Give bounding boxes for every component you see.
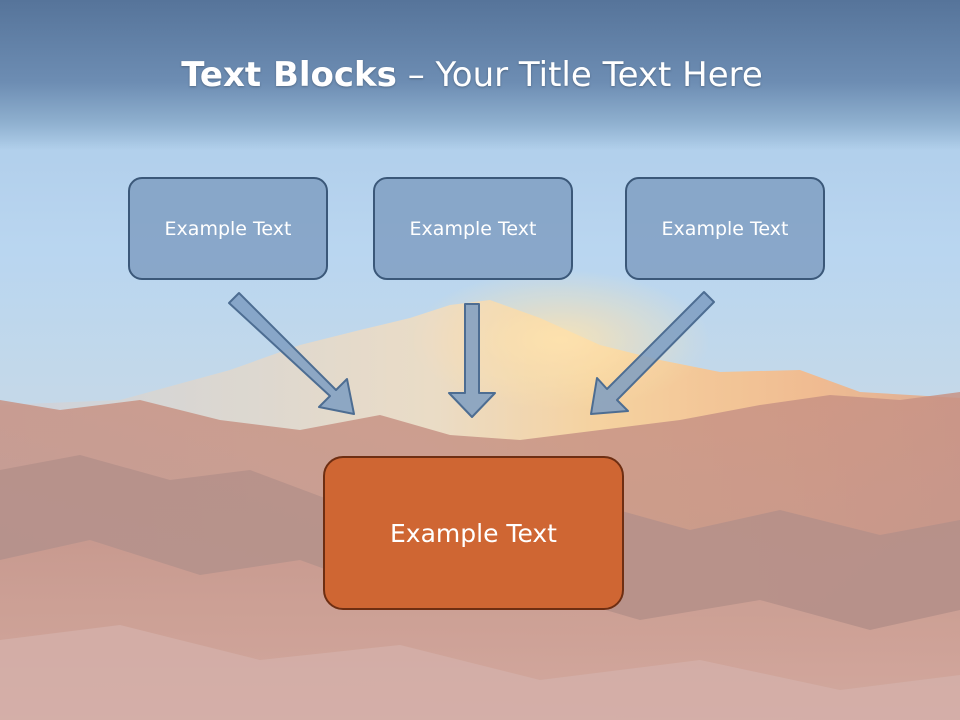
title-rest: Your Title Text Here bbox=[435, 55, 763, 95]
title-strong: Text Blocks bbox=[181, 55, 397, 95]
text-block-bottom[interactable]: Example Text bbox=[323, 456, 624, 610]
text-block-top-center[interactable]: Example Text bbox=[373, 177, 573, 280]
text-block-bottom-label: Example Text bbox=[390, 518, 557, 548]
text-block-top-right[interactable]: Example Text bbox=[625, 177, 825, 280]
text-block-top-right-label: Example Text bbox=[661, 217, 789, 240]
arrow-right-icon bbox=[590, 291, 715, 415]
title-separator: – bbox=[396, 55, 436, 95]
text-block-top-left-label: Example Text bbox=[164, 217, 292, 240]
arrow-center-icon bbox=[448, 303, 496, 418]
arrow-left-icon bbox=[228, 292, 355, 415]
text-block-top-left[interactable]: Example Text bbox=[128, 177, 328, 280]
slide-title: Text Blocks – Your Title Text Here bbox=[0, 52, 944, 98]
text-block-top-center-label: Example Text bbox=[409, 217, 537, 240]
header-band bbox=[0, 0, 960, 150]
